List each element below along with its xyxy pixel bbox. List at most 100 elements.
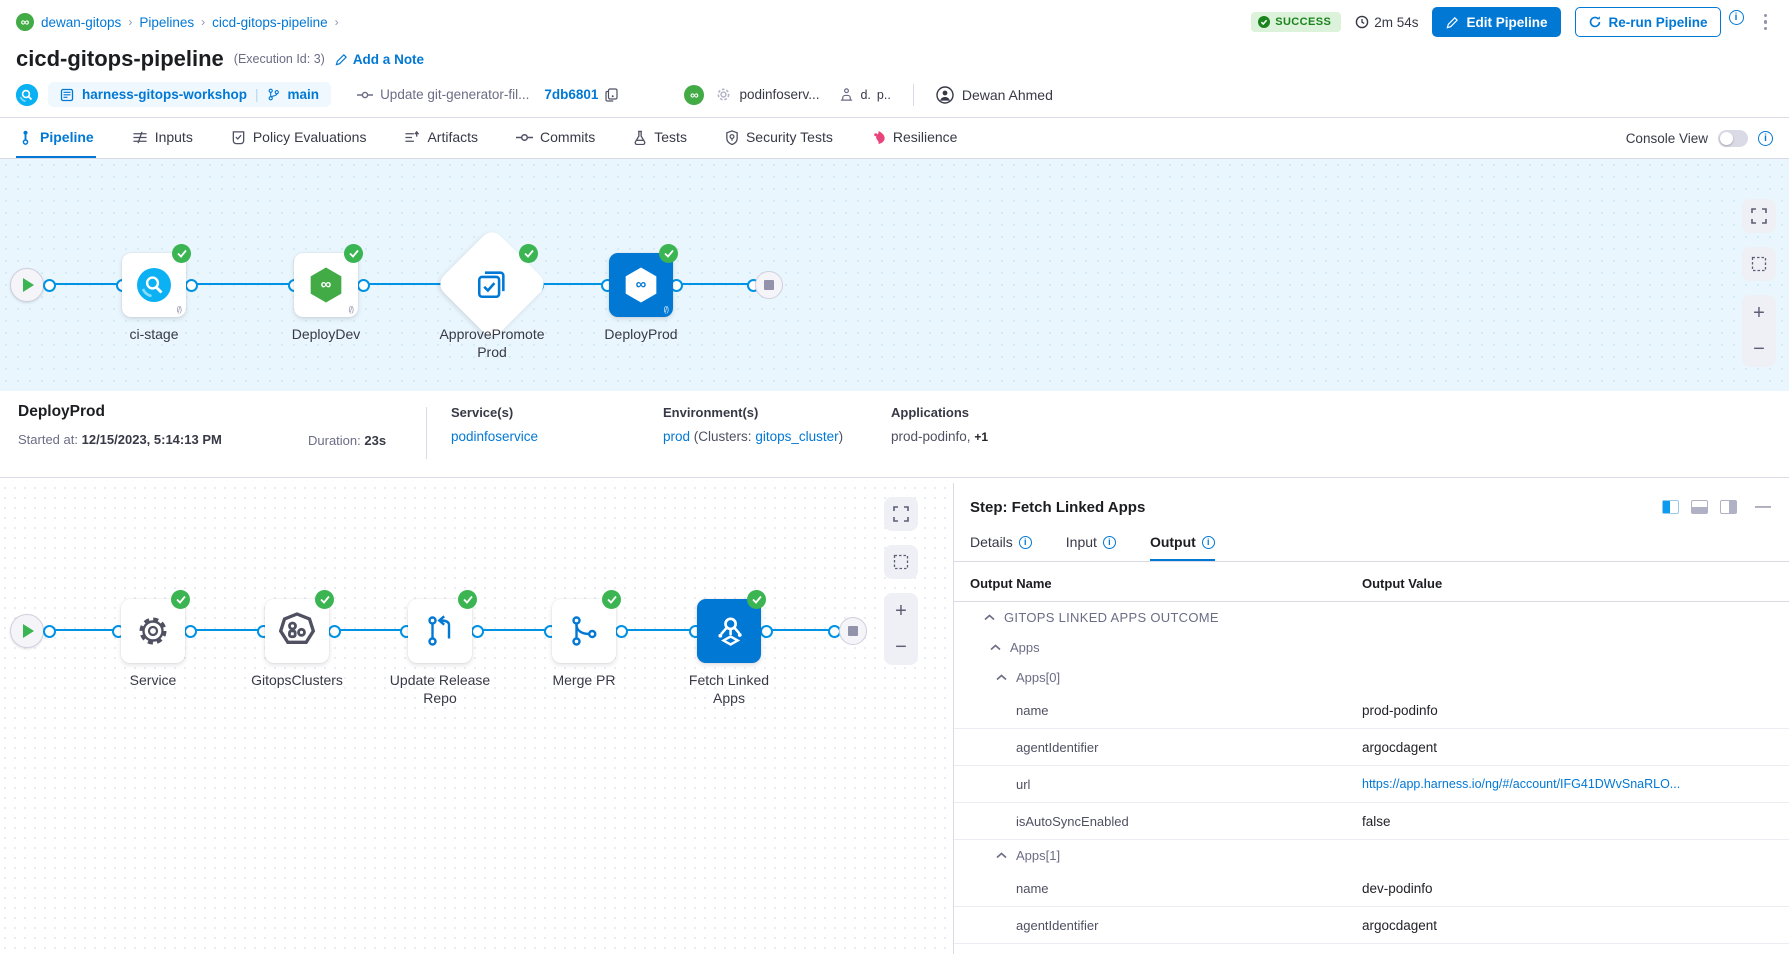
expand-canvas-button[interactable] [884,497,918,531]
zoom-out-button[interactable]: − [1753,338,1765,360]
selection-tool-button[interactable] [884,545,918,579]
zoom-in-button[interactable]: + [1753,302,1765,324]
zoom-in-button[interactable]: + [895,600,907,622]
step-node-fetch-linked-apps[interactable] [697,599,761,663]
apps-more-badge[interactable]: +1 [974,430,989,444]
output-info-icon[interactable]: i [1201,535,1215,549]
commit-icon [357,91,374,98]
console-view-info-icon[interactable]: i [1758,130,1773,146]
tab-policy-evaluations[interactable]: Policy Evaluations [229,118,369,158]
stage-details-title: DeployProd [18,403,105,420]
environment-link[interactable]: prod [663,429,691,444]
step-label[interactable]: Update Release Repo [389,672,491,706]
more-options-menu[interactable] [1758,10,1774,35]
stage-edge [670,279,760,292]
step-label[interactable]: GitopsClusters [251,672,343,688]
details-info-icon[interactable]: i [1018,535,1032,549]
layout-right-button[interactable] [1720,500,1737,514]
ci-build-icon [16,83,38,106]
step-start-node[interactable] [10,614,44,648]
output-group-row[interactable]: Apps[0] [954,662,1789,692]
output-table-header: Output Name Output Value [954,562,1789,602]
input-info-icon[interactable]: i [1102,535,1116,549]
rerun-pipeline-button[interactable]: Re-run Pipeline [1575,7,1721,37]
output-name: Apps[0] [970,670,1060,685]
chevron-up-icon [996,851,1007,858]
tab-pipeline[interactable]: Pipeline [16,118,96,158]
stage-details-bar: DeployProd Started at: 12/15/2023, 5:14:… [0,391,1789,478]
breadcrumb-pipeline[interactable]: cicd-gitops-pipeline [212,14,328,30]
commit-sha[interactable]: 7db6801 [544,87,599,102]
stage-graph-canvas[interactable]: (/) ∞ (/) ∞ (/) ci-stage DeployDev Appro… [0,159,1789,391]
output-group-row[interactable]: GITOPS LINKED APPS OUTCOME [954,602,1789,632]
expand-canvas-button[interactable] [1742,199,1776,233]
step-graph-canvas[interactable]: Service GitopsClusters Update Release Re… [0,483,953,954]
stage-end-node [755,271,783,299]
stage-label[interactable]: ci-stage [129,326,179,342]
stage-success-badge [659,244,678,263]
repo-branch-pill[interactable]: harness-gitops-workshop | main [48,82,332,107]
output-group-row[interactable]: Apps[1] [954,840,1789,870]
edit-pipeline-button[interactable]: Edit Pipeline [1432,7,1562,37]
policy-icon [232,130,245,144]
minimize-panel-button[interactable]: — [1755,498,1771,515]
rerun-info-icon[interactable]: i [1728,10,1744,25]
stage-node-deployprod[interactable]: ∞ (/) [609,253,673,317]
env-short-b[interactable]: p.. [876,87,891,102]
service-link[interactable]: podinfoservice [451,429,539,444]
output-value: false [1362,813,1391,829]
stage-label[interactable]: ApprovePromoteProd [439,326,545,360]
step-node-gitopsclusters[interactable] [265,599,329,663]
step-label[interactable]: Fetch Linked Apps [688,672,770,706]
triggered-by-user: Dewan Ahmed [936,85,1053,104]
zoom-out-button[interactable]: − [895,636,907,658]
service-name[interactable]: podinfoserv... [739,87,820,102]
env-short-a[interactable]: d. [860,87,871,102]
tab-tests[interactable]: Tests [631,118,689,158]
stage-label[interactable]: DeployDev [291,326,361,342]
stage-label[interactable]: DeployProd [604,326,678,342]
step-node-merge-pr[interactable] [552,599,616,663]
console-view-toggle[interactable] [1718,129,1748,147]
breadcrumb-project[interactable]: dewan-gitops [41,14,122,30]
stage-node-ci-stage[interactable]: (/) [122,253,186,317]
stage-node-deploydev[interactable]: ∞ (/) [294,253,358,317]
step-node-service[interactable] [121,599,185,663]
selection-tool-button[interactable] [1742,247,1776,281]
step-success-badge [747,590,766,609]
tab-artifacts[interactable]: Artifacts [402,118,480,158]
cluster-link[interactable]: gitops_cluster [755,429,839,444]
add-note-button[interactable]: Add a Note [335,52,424,67]
tab-security-tests[interactable]: Security Tests [723,118,835,158]
tab-inputs[interactable]: Inputs [130,118,195,158]
step-node-update-release-repo[interactable] [408,599,472,663]
merge-icon [572,616,597,646]
output-group-row[interactable]: Apps [954,632,1789,662]
branch-name[interactable]: main [287,87,320,102]
step-label[interactable]: Service [129,672,177,688]
breadcrumb-pipelines[interactable]: Pipelines [139,14,195,30]
step-label[interactable]: Merge PR [552,672,616,688]
service-context: ∞ podinfoserv... [684,84,820,105]
layout-split-left-button[interactable] [1662,500,1679,514]
layout-bottom-button[interactable] [1691,500,1708,514]
tab-commits[interactable]: Commits [514,118,597,158]
step-success-badge [602,590,621,609]
repo-name[interactable]: harness-gitops-workshop [82,87,248,102]
output-value: prod-podinfo [1362,702,1438,718]
zoom-controls: + − [884,593,918,665]
service-gear-icon [717,88,730,101]
output-name: name [1016,702,1049,718]
copy-icon[interactable] [605,87,619,102]
output-value-link[interactable]: https://app.harness.io/ng/#/account/IFG4… [1362,777,1681,791]
stage-start-node[interactable] [10,268,44,302]
commit-group: Update git-generator-fil... 7db6801 [357,87,619,102]
tab-resilience[interactable]: Resilience [869,118,960,158]
